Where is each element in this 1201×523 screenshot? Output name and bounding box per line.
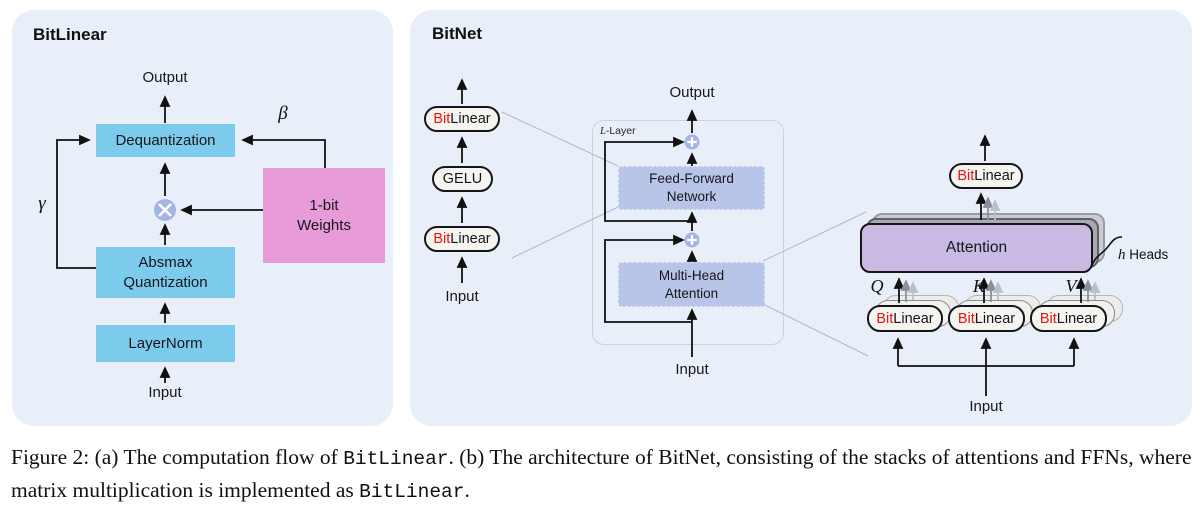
input-label-a: Input (148, 384, 182, 401)
absmax-quantization-box: Absmax Quantization (96, 247, 235, 298)
input-label-core: Input (675, 361, 709, 378)
panel-a-title: BitLinear (33, 25, 107, 44)
panel-b-title: BitNet (432, 24, 483, 43)
input-label-attention: Input (969, 398, 1003, 415)
gelu-pill: GELU (432, 166, 493, 192)
attention-box: Attention (860, 223, 1093, 273)
output-label-a: Output (142, 69, 188, 86)
v-label: V (1065, 276, 1077, 296)
caption-text: . (b) The architecture of BitNet, consis… (11, 445, 1192, 503)
l-layer-container (592, 120, 784, 345)
caption-code-bitlinear: BitLinear (359, 481, 465, 504)
output-label-core: Output (669, 84, 715, 101)
gamma-label: γ (38, 193, 46, 214)
bitlinear-pill-v: BitLinear (1030, 305, 1107, 332)
k-label: K (972, 276, 985, 296)
figure-caption: Figure 2: (a) The computation flow of Bi… (11, 441, 1195, 508)
layernorm-box: LayerNorm (96, 325, 235, 362)
dequantization-box: Dequantization (96, 124, 235, 157)
caption-code-bitlinear: BitLinear (343, 448, 449, 470)
bitlinear-pill-q: BitLinear (867, 305, 943, 332)
input-label-stack: Input (445, 288, 479, 305)
bitlinear-pill-bottom: BitLinear (424, 226, 500, 252)
bitlinear-pill-output-proj: BitLinear (949, 163, 1023, 189)
caption-text: Figure 2: (a) The computation flow of (11, 445, 344, 469)
bitlinear-pill-k: BitLinear (948, 305, 1025, 332)
h-heads-label: h Heads (1118, 247, 1169, 263)
multi-head-attention-box: Multi-Head Attention (618, 262, 765, 307)
q-label: Q (870, 276, 884, 296)
bitlinear-pill-top: BitLinear (424, 106, 500, 132)
one-bit-weights-box: 1-bit Weights (263, 168, 385, 263)
l-layer-label: L-Layer (600, 125, 636, 137)
beta-label: β (278, 103, 288, 124)
caption-text: . (464, 478, 470, 503)
feed-forward-network-box: Feed-Forward Network (618, 166, 765, 210)
